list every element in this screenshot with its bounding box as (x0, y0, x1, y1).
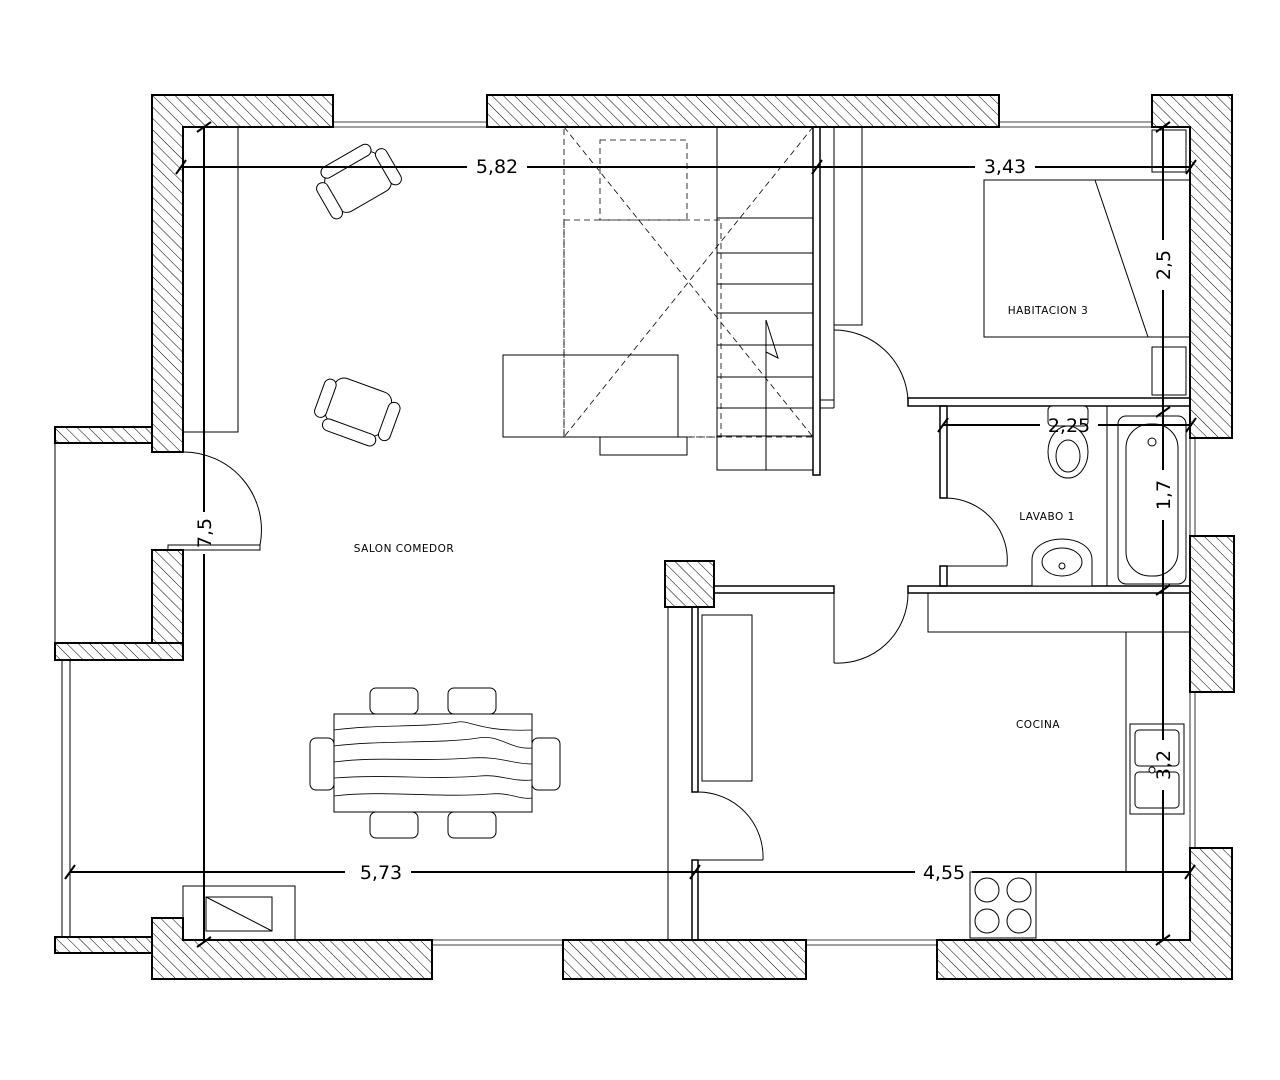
room-label-lavabo: LAVABO 1 (1019, 511, 1075, 523)
wall-bottom-middle (562, 939, 807, 980)
dimension-bath-height: 1,7 (1153, 480, 1175, 510)
doors (167, 329, 1008, 861)
wall-left-middle (151, 549, 184, 661)
terrace (54, 426, 184, 954)
dining-table (309, 687, 561, 839)
column (664, 560, 715, 608)
toilet-icon (1047, 405, 1089, 479)
stove-icon (969, 871, 1037, 939)
room-label-salon: SALON COMEDOR (354, 543, 454, 555)
wall-top-left (151, 94, 334, 453)
bedroom-furniture (983, 129, 1191, 396)
dimension-bath-width: 2,25 (1048, 415, 1090, 437)
kitchen-sink-icon (1129, 723, 1185, 815)
windows (333, 121, 1196, 946)
bathtub-icon (1117, 415, 1187, 585)
staircase (563, 126, 863, 471)
dimension-right-bedroom: 2,5 (1153, 250, 1175, 280)
wall-bottom-right (936, 847, 1233, 980)
dimension-top-left: 5,82 (476, 156, 518, 178)
dimension-bottom-right: 4,55 (923, 862, 965, 884)
exterior-walls (151, 94, 1235, 980)
dimension-top-right: 3,43 (984, 156, 1026, 178)
dimension-bottom-left: 5,73 (360, 862, 402, 884)
wall-bottom-left (151, 917, 433, 980)
dimension-left-height: 7,5 (194, 518, 216, 548)
bathroom-fixtures (1031, 405, 1187, 587)
partitions (667, 126, 1191, 941)
kitchen-fixtures (701, 592, 1191, 939)
room-label-cocina: COCINA (1016, 719, 1060, 731)
living-furniture (182, 126, 688, 941)
room-label-habitacion: HABITACION 3 (1008, 305, 1089, 317)
dimension-kitchen-height: 3,2 (1153, 750, 1175, 780)
wall-top-middle (486, 94, 1000, 128)
armchair-icon (314, 377, 401, 447)
sink-icon (1031, 538, 1093, 587)
wall-right-middle (1189, 535, 1235, 693)
dimension-lines (64, 121, 1197, 948)
armchair-icon (316, 143, 402, 220)
